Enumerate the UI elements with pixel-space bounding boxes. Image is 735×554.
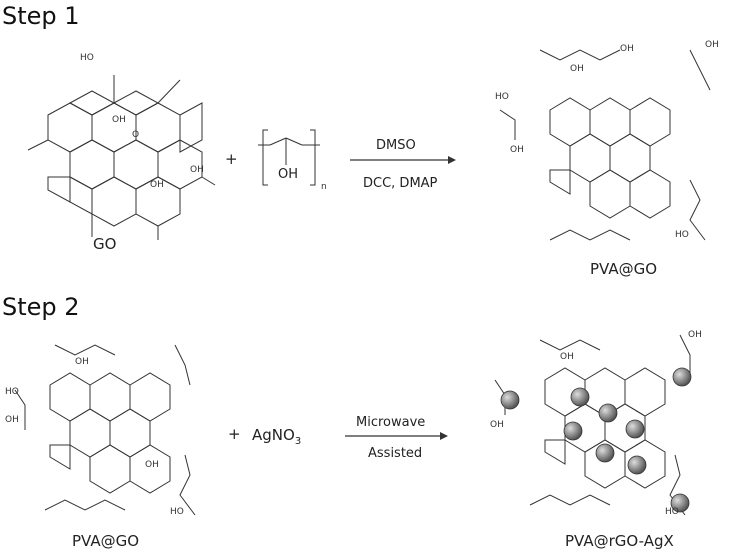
go-sheet: HO OH O OH OH <box>20 45 230 245</box>
step2-condition-top: Microwave <box>356 415 426 430</box>
step1-title: Step 1 <box>2 2 80 30</box>
agx-oh-2: OH <box>688 330 702 340</box>
s2-oh-3: OH <box>145 460 159 470</box>
pva-go-label-2: PVA@GO <box>72 532 140 550</box>
go-oh-label-1: OH <box>112 115 126 125</box>
pva-rgo-agx-product: OH OH OH HO <box>490 325 730 525</box>
step1-reagent-bottom: DCC, DMAP <box>363 176 438 191</box>
pva-go-reactant-2: OH HO OH OH HO <box>5 335 220 525</box>
agx-ho-1: HO <box>665 507 679 517</box>
pva-monomer-drawing <box>258 129 320 186</box>
pva-go-oh-4: OH <box>510 145 524 155</box>
step2-plus: + <box>228 425 241 443</box>
pva-go-oh-1: OH <box>570 64 584 74</box>
pva-go-ho-1: HO <box>495 92 509 102</box>
go-o-label-1: O <box>132 130 140 140</box>
pva-go-oh-3: OH <box>705 40 719 50</box>
s2-ho-1: HO <box>5 387 19 397</box>
agno3-subscript: 3 <box>294 436 302 447</box>
s2-oh-2: OH <box>5 415 19 425</box>
agno3-reagent: AgNO3 <box>252 426 301 447</box>
s2-ho-2: HO <box>170 507 184 517</box>
pva-rgo-agx-drawing <box>494 334 692 516</box>
pva-go-drawing-2 <box>14 344 196 516</box>
s2-oh-1: OH <box>75 357 89 367</box>
go-oh-label-3: OH <box>190 165 204 175</box>
go-sheet-drawing <box>27 75 216 240</box>
step2-title: Step 2 <box>2 293 80 321</box>
agno3-main: AgNO <box>252 426 295 444</box>
go-oh-label-2: OH <box>150 180 164 190</box>
pva-go-ho-2: HO <box>675 230 689 240</box>
step1-reagent-top: DMSO <box>376 138 416 153</box>
agx-oh-3: OH <box>490 420 504 430</box>
pva-monomer: OH n <box>258 129 328 200</box>
pva-go-label-1: PVA@GO <box>590 260 658 278</box>
monomer-oh: OH <box>278 167 299 182</box>
pva-go-oh-2: OH <box>620 44 634 54</box>
go-label: GO <box>93 235 117 253</box>
pva-go-drawing-1 <box>499 49 711 241</box>
step1-plus: + <box>225 150 238 168</box>
pva-rgo-agx-label: PVA@rGO-AgX <box>565 532 674 550</box>
go-cooh-top-label: HO <box>80 53 94 63</box>
agx-oh-1: OH <box>560 352 574 362</box>
step2-condition-bottom: Assisted <box>368 446 423 461</box>
monomer-n: n <box>321 182 327 192</box>
pva-go-product-1: OH OH OH HO OH HO <box>490 30 730 260</box>
